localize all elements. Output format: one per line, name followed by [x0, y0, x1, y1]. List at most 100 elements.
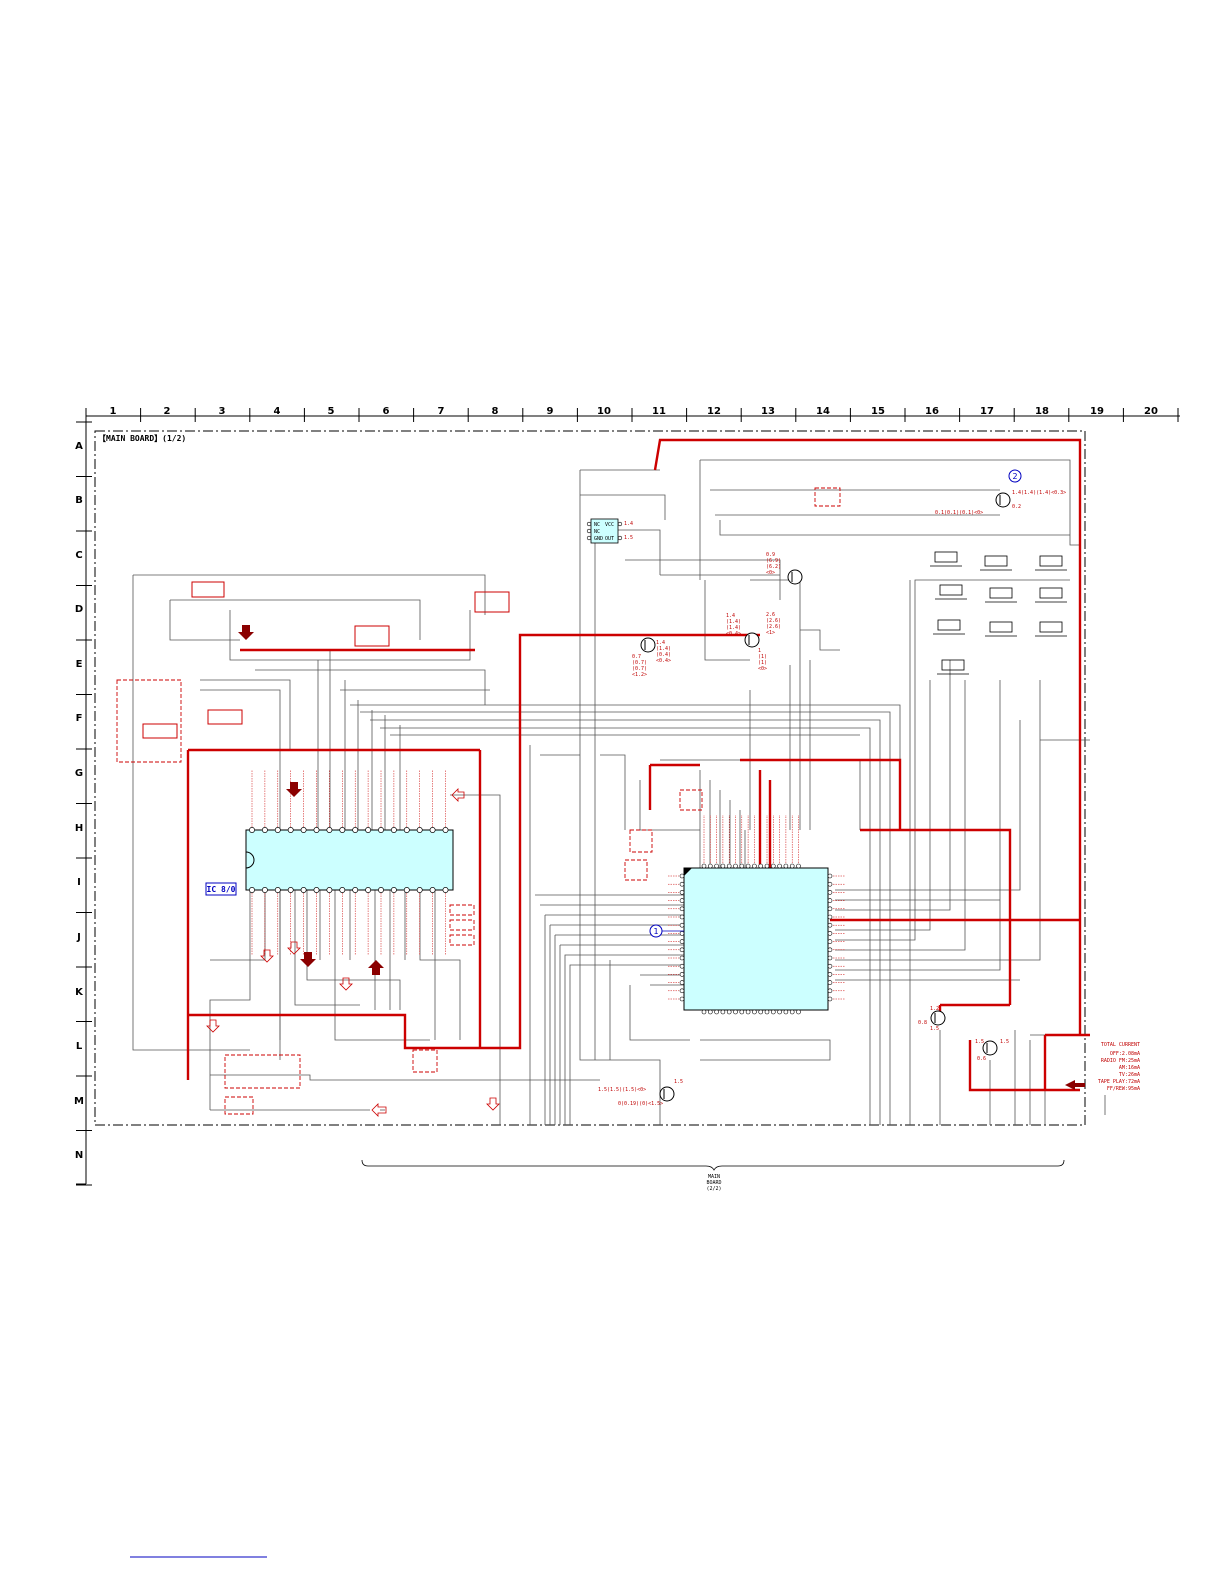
mcu-pin: [745, 1009, 751, 1015]
mcu-package: [683, 867, 829, 1011]
board-outline: [94, 430, 1086, 1126]
tact-switch: [1039, 621, 1063, 633]
col-label: 13: [761, 406, 775, 417]
voltage-label: (1): [758, 660, 767, 666]
ic-pin: [261, 827, 268, 833]
mcu-pin: [679, 955, 685, 961]
voltage-label: 1.4: [726, 613, 735, 619]
mcu-pin: [827, 881, 833, 887]
ic-pin: [365, 827, 372, 833]
ic-pin: [249, 887, 255, 893]
mcu-pin: [777, 1009, 782, 1015]
mcu-pin: [701, 863, 707, 869]
mcu-pin: [764, 1009, 770, 1015]
col-label: 20: [1144, 406, 1158, 417]
mcu-pin: [827, 922, 833, 928]
total-current-heading: TOTAL CURRENT: [1101, 1042, 1140, 1048]
voltage-label: (2.6): [766, 624, 781, 630]
mcu-pin: [745, 863, 751, 869]
flow-arrows: [238, 625, 1085, 1090]
bottom-brace: [361, 1159, 1065, 1171]
mcu-pin: [758, 863, 764, 869]
column-ticks: [85, 408, 1179, 422]
transistor-q-l: [930, 1010, 946, 1026]
mcu-pin: [764, 863, 770, 869]
voltage-label: (1): [758, 654, 767, 660]
ic-pin: [339, 827, 346, 833]
col-label: 10: [597, 406, 611, 417]
mcu-pin: [777, 863, 782, 869]
tact-switch: [989, 587, 1013, 599]
mcu-pin: [783, 863, 789, 869]
ic-pin: [378, 887, 384, 893]
mcu-pin: [752, 1009, 757, 1015]
voltage-label: 1.4: [656, 640, 665, 646]
row-label: I: [77, 877, 81, 888]
mcu-pin: [679, 873, 685, 879]
mcu-pin: [827, 931, 833, 936]
row-label: E: [76, 659, 83, 670]
row-label: J: [76, 932, 81, 943]
ic-left-package: [245, 829, 454, 891]
voltage-label: 1.5(1.5)(1.5)<0>: [598, 1087, 646, 1093]
mcu-pin: [739, 1009, 745, 1015]
voltage-label: 1.5: [975, 1039, 984, 1045]
ic-pin: [352, 887, 359, 893]
mcu-pin: [827, 955, 833, 961]
signal-wires: [132, 459, 1106, 1125]
col-label: 8: [492, 406, 499, 417]
mcu-pin: [733, 1009, 738, 1015]
ic-pin: [287, 887, 294, 893]
mcu-pin: [679, 963, 685, 969]
voltage-label: 0.2: [1012, 504, 1021, 510]
mcu-pin: [827, 972, 833, 977]
mcu-pin: [752, 863, 757, 869]
row-label: D: [75, 604, 83, 615]
mcu-pin: [679, 898, 685, 903]
total-current-line: TV:26mA: [1119, 1072, 1140, 1078]
voltage-label: 0.8: [918, 1020, 927, 1026]
bottom-label-2: BOARD: [706, 1180, 721, 1186]
transistor-q-e-left: [640, 637, 656, 653]
voltage-label: <0.4>: [726, 631, 741, 637]
mcu-pin: [726, 1009, 732, 1015]
tact-switch: [937, 619, 961, 631]
power-traces: [186, 438, 1090, 1092]
voltage-label: <1>: [766, 630, 775, 636]
mcu-pin: [720, 863, 726, 869]
row-label: C: [75, 550, 82, 561]
voltage-label: 1.5: [1000, 1039, 1009, 1045]
mcu-pin: [679, 947, 685, 953]
small-ic-pin-vcc: VCC: [605, 522, 614, 528]
ic-left-pins-bottom: [249, 887, 449, 955]
voltage-label: (1.4): [656, 646, 671, 652]
col-label: 7: [438, 406, 445, 417]
mcu-pin: [796, 863, 801, 869]
ic-pin: [339, 887, 346, 893]
voltage-label: 1.4(1.4)(1.4)<0.3>: [1012, 490, 1066, 496]
ic-label-box: IC 8/0: [205, 882, 237, 896]
ic-pin: [274, 887, 281, 893]
row-label: F: [76, 713, 83, 724]
mcu-pin: [679, 922, 685, 928]
mcu-pin: [679, 906, 685, 912]
mcu-pin: [827, 873, 833, 879]
voltage-label: (0.4): [656, 652, 671, 658]
tact-switch: [1039, 587, 1063, 599]
voltage-label: (6.2): [766, 564, 781, 570]
mcu-pin: [707, 863, 713, 869]
total-current-line: RADIO FM:25mA: [1101, 1058, 1140, 1064]
total-current-block: TOTAL CURRENT OFF:2.08mA RADIO FM:25mA A…: [1098, 1042, 1140, 1092]
ic-pin: [326, 887, 333, 893]
row-label: K: [75, 987, 84, 998]
small-ic-voltage-2: 1.5: [624, 535, 633, 541]
mcu-pin: [758, 1009, 764, 1015]
col-label: 9: [547, 406, 554, 417]
row-label: A: [75, 441, 83, 452]
mcu-pin: [827, 947, 833, 953]
transistor-q-m: [659, 1086, 675, 1102]
col-label: 11: [652, 406, 666, 417]
mcu-pin: [726, 863, 732, 869]
ic-pin: [313, 887, 320, 893]
col-label: 18: [1035, 406, 1049, 417]
